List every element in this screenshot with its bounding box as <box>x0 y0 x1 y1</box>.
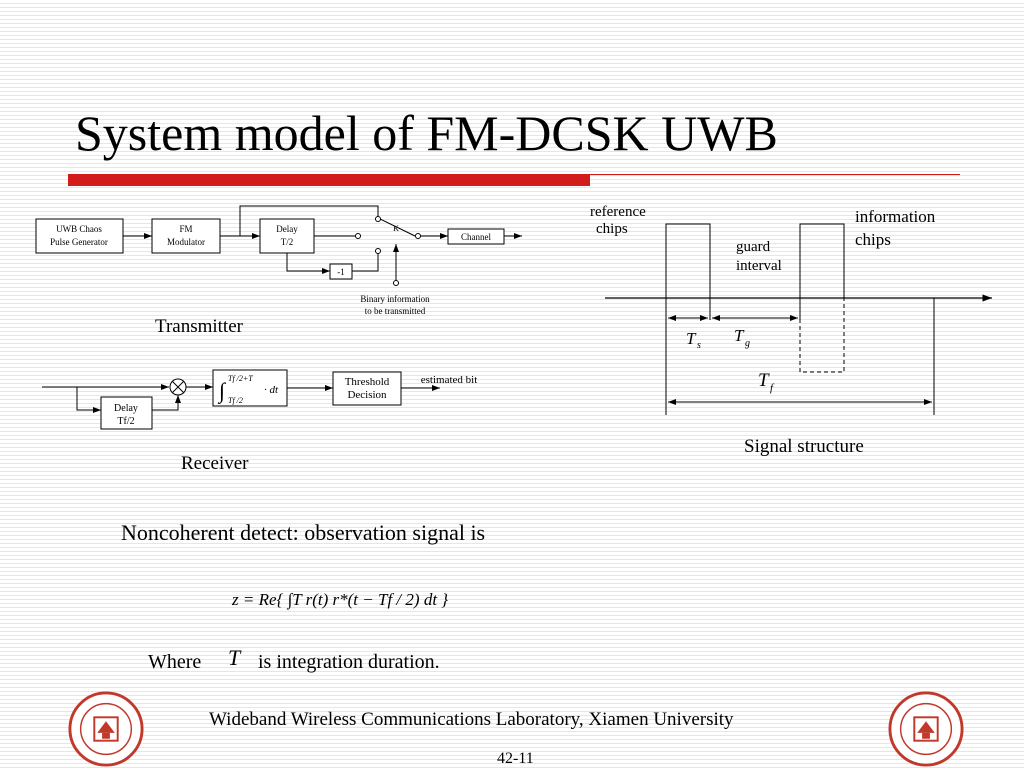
ts-sub: s <box>697 340 701 351</box>
where-prefix: Where <box>148 651 202 673</box>
rx-delay-label-1: Delay <box>114 403 138 414</box>
threshold-block <box>332 371 402 406</box>
ts-label: T <box>686 329 697 348</box>
tg-label: T <box>734 326 745 345</box>
transmitter-diagram <box>35 205 522 286</box>
reference-chips-label: reference chips <box>590 204 646 238</box>
neg-one-label: -1 <box>337 267 345 277</box>
tf-label: T <box>758 370 770 391</box>
receiver-caption: Receiver <box>181 453 249 474</box>
integral-lower: Tf /2 <box>228 396 243 405</box>
transmitter-caption: Transmitter <box>155 316 243 337</box>
switch-k-label: K <box>393 224 399 233</box>
integral-sign: ∫ <box>217 378 227 404</box>
binary-note-1: Binary information <box>360 294 430 304</box>
threshold-label-2: Decision <box>347 389 387 401</box>
reference-line-2: chips <box>596 221 628 237</box>
fm-label-1: FM <box>179 224 192 234</box>
uwb-chaos-label-1: UWB Chaos <box>56 224 102 234</box>
tf-sub: f <box>770 382 775 394</box>
university-seal-icon <box>68 691 144 767</box>
reference-line-1: reference <box>590 204 646 220</box>
threshold-label-1: Threshold <box>345 376 390 388</box>
receiver-diagram <box>42 369 440 430</box>
binary-note-2: to be transmitted <box>365 306 426 316</box>
integrator-block <box>212 369 288 407</box>
footer-text: Wideband Wireless Communications Laborat… <box>209 709 734 730</box>
uwb-chaos-block <box>35 218 124 254</box>
estimated-bit-label: estimated bit <box>421 374 478 386</box>
page-number: 42-11 <box>497 750 534 767</box>
delay-label-2: T/2 <box>281 237 294 247</box>
channel-label: Channel <box>461 232 491 242</box>
information-chips-label: information chips <box>855 205 935 251</box>
delay-label-1: Delay <box>276 224 298 234</box>
fm-label-2: Modulator <box>167 237 205 247</box>
tg-sub: g <box>745 338 750 349</box>
information-line-1: information <box>855 207 936 226</box>
information-line-2: chips <box>855 230 891 249</box>
university-seal-icon <box>888 691 964 767</box>
guard-line-2: interval <box>736 258 782 274</box>
integral-upper: Tf /2+T <box>228 374 253 383</box>
delay-tf2-block <box>100 396 153 430</box>
observation-formula: z = Re{ ∫T r(t) r*(t − Tf / 2) dt } <box>232 590 449 609</box>
rx-delay-label-2: Tf/2 <box>117 416 134 427</box>
title-rule-thin <box>590 174 960 175</box>
where-symbol: T <box>228 645 241 670</box>
guard-interval-label: guard interval <box>736 238 782 276</box>
delay-t2-block <box>259 218 315 254</box>
integral-body: · dt <box>264 384 279 396</box>
slide-title: System model of FM-DCSK UWB <box>75 105 778 161</box>
title-rule <box>68 174 590 186</box>
where-suffix: is integration duration. <box>258 651 440 673</box>
uwb-chaos-label-2: Pulse Generator <box>50 237 108 247</box>
noncoherent-text: Noncoherent detect: observation signal i… <box>121 520 486 545</box>
signal-structure-caption: Signal structure <box>744 436 864 457</box>
guard-line-1: guard <box>736 239 771 255</box>
signal-structure-diagram <box>605 223 992 415</box>
